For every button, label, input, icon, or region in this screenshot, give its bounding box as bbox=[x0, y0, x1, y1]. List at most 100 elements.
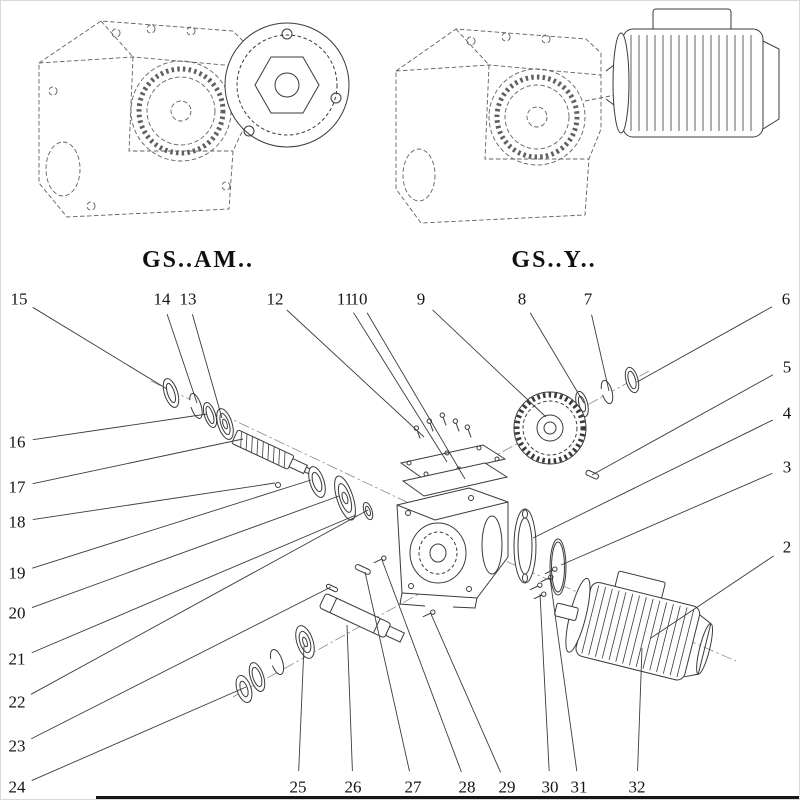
callout-number-19: 19 bbox=[9, 564, 26, 583]
input-circlip bbox=[189, 393, 203, 419]
leader-line-3 bbox=[560, 472, 773, 566]
leader-line-22 bbox=[30, 509, 369, 695]
leader-line-2 bbox=[650, 555, 774, 639]
leader-line-18 bbox=[32, 482, 276, 521]
cover-gasket bbox=[401, 462, 509, 497]
cropped-content-bar bbox=[96, 796, 799, 799]
leader-line-12 bbox=[286, 309, 425, 438]
callout-number-31: 31 bbox=[571, 778, 588, 797]
callout-number-22: 22 bbox=[9, 693, 26, 712]
output-washer bbox=[235, 675, 253, 703]
cover-bolt bbox=[413, 425, 421, 439]
output-shaft bbox=[319, 593, 405, 643]
input-bearing bbox=[216, 408, 234, 440]
variant-title-am: GS..AM.. bbox=[142, 247, 254, 273]
input-ring bbox=[202, 402, 218, 428]
exploded-motor bbox=[554, 570, 713, 681]
leader-line-11 bbox=[353, 312, 448, 463]
callout-number-5: 5 bbox=[783, 358, 792, 377]
leader-line-31 bbox=[549, 577, 578, 772]
locating-pin bbox=[275, 482, 281, 488]
end-ring bbox=[624, 366, 640, 394]
flange-bolt bbox=[529, 582, 543, 591]
callout-number-12: 12 bbox=[267, 290, 284, 309]
leader-line-6 bbox=[636, 306, 773, 383]
callout-number-25: 25 bbox=[290, 778, 307, 797]
cover-bolt bbox=[439, 412, 447, 426]
flange-bolt bbox=[544, 566, 558, 575]
cover-bolts bbox=[413, 412, 472, 439]
leader-line-16 bbox=[32, 413, 208, 441]
callout-number-2: 2 bbox=[783, 538, 792, 557]
housing-bolt bbox=[422, 609, 436, 618]
input-bearing-2 bbox=[308, 466, 326, 498]
housing bbox=[396, 487, 509, 609]
leader-line-23 bbox=[31, 586, 332, 740]
callout-number-8: 8 bbox=[518, 290, 527, 309]
leader-line-24 bbox=[31, 686, 247, 782]
callout-number-21: 21 bbox=[9, 650, 26, 669]
output-seal bbox=[248, 662, 266, 692]
callout-number-15: 15 bbox=[11, 290, 28, 309]
output-shaft-axis bbox=[232, 564, 472, 698]
callout-number-14: 14 bbox=[154, 290, 172, 309]
callout-number-7: 7 bbox=[584, 290, 593, 309]
callout-number-20: 20 bbox=[9, 604, 26, 623]
flange-bolts bbox=[529, 566, 558, 600]
callout-number-29: 29 bbox=[499, 778, 516, 797]
housing-bolt bbox=[373, 555, 387, 564]
leader-line-26 bbox=[346, 624, 353, 772]
callout-number-18: 18 bbox=[9, 513, 26, 532]
worm-shaft bbox=[231, 429, 317, 477]
leader-line-7 bbox=[591, 314, 610, 392]
leader-line-29 bbox=[430, 613, 501, 773]
output-key bbox=[354, 564, 371, 575]
leader-line-19 bbox=[32, 479, 312, 569]
cover-bolt bbox=[464, 424, 472, 438]
worm-wheel-disc bbox=[334, 475, 356, 521]
callout-number-9: 9 bbox=[417, 290, 426, 309]
callout-number-30: 30 bbox=[542, 778, 559, 797]
cover-bolt bbox=[452, 418, 460, 432]
output-bearing bbox=[295, 625, 315, 659]
leader-line-4 bbox=[532, 419, 773, 539]
callout-number-17: 17 bbox=[9, 478, 27, 497]
leader-line-21 bbox=[31, 514, 357, 654]
output-circlip bbox=[269, 649, 285, 675]
output-pin bbox=[325, 583, 339, 593]
callout-number-4: 4 bbox=[783, 404, 792, 423]
leader-line-32 bbox=[637, 647, 643, 772]
callout-number-26: 26 bbox=[345, 778, 362, 797]
callout-number-13: 13 bbox=[180, 290, 197, 309]
assembled-gearbox-am-drawing bbox=[38, 20, 256, 218]
callout-number-27: 27 bbox=[405, 778, 423, 797]
callout-number-24: 24 bbox=[9, 778, 27, 797]
leader-line-8 bbox=[529, 312, 585, 404]
motor-y-drawing bbox=[605, 8, 780, 138]
assembled-gearbox-y-drawing bbox=[395, 28, 616, 224]
cover-bolt bbox=[426, 418, 434, 432]
callout-number-11: 11 bbox=[337, 290, 353, 309]
small-washer bbox=[362, 501, 374, 521]
leader-line-17 bbox=[32, 438, 244, 485]
callout-number-32: 32 bbox=[629, 778, 646, 797]
leader-line-15 bbox=[32, 306, 168, 390]
leader-line-27 bbox=[364, 571, 410, 772]
callout-number-16: 16 bbox=[9, 433, 26, 452]
leader-line-9 bbox=[432, 309, 547, 418]
leader-line-10 bbox=[366, 312, 466, 480]
leader-line-5 bbox=[591, 374, 774, 476]
o-ring bbox=[549, 538, 567, 596]
flange-am-drawing bbox=[224, 22, 350, 148]
exploded-view-drawing bbox=[150, 366, 737, 703]
leader-line-14 bbox=[166, 314, 198, 404]
flange-bolt bbox=[540, 574, 554, 583]
callout-number-6: 6 bbox=[782, 290, 791, 309]
callout-number-23: 23 bbox=[9, 737, 26, 756]
output-flange-ring bbox=[513, 508, 537, 584]
leader-line-13 bbox=[191, 314, 223, 419]
leader-line-28 bbox=[381, 559, 462, 773]
callout-number-3: 3 bbox=[783, 458, 792, 477]
